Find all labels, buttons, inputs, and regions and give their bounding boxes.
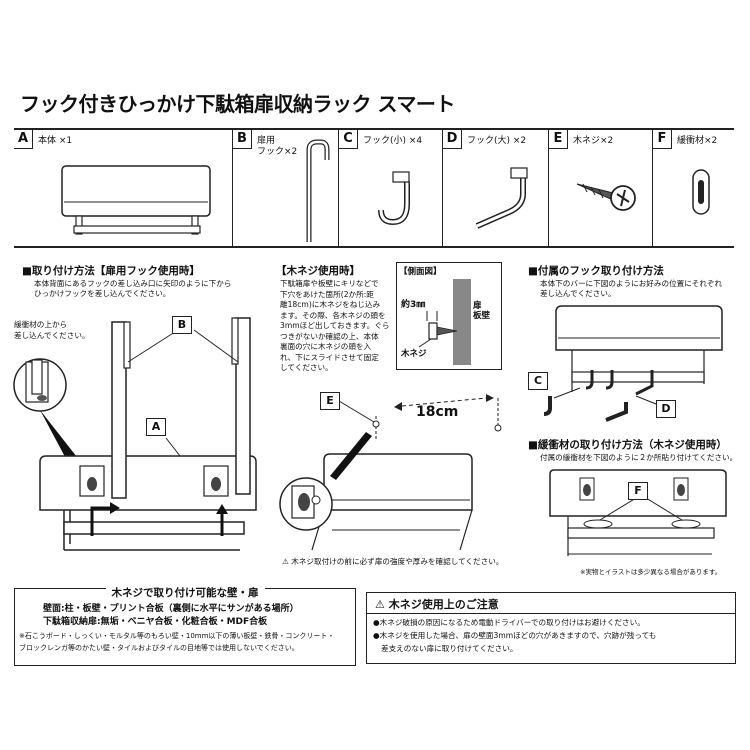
part-letter: F [653, 130, 672, 149]
part-letter: C [339, 130, 358, 149]
warning-line-2: ●木ネジを使用した場合、扉の壁面3mmほどの穴があきますので、穴跡が残っても [373, 631, 657, 640]
walls-line-2: 下駄箱収納扉:無垢・ベニヤ合板・化粧合板・MDF合板 [43, 617, 268, 627]
door-wall-label: 扉 板壁 [473, 301, 491, 321]
parts-list: A 本体 ×1 B 扉用 フック×2 C フック(小) ×4 D フック(大) … [14, 128, 734, 248]
screw-heading: 【木ネジ使用時】 [276, 265, 360, 277]
part-label: 緩衝材×2 [677, 136, 718, 146]
install-desc-1: 本体背面にあるフックの差し込み口に矢印のように下から [34, 279, 232, 288]
wood-screw-icon [576, 183, 636, 211]
walls-heading: 木ネジで取り付け可能な壁・扉 [105, 587, 265, 599]
page-title: フック付きひっかけ下駄箱扉収納ラック スマート [20, 92, 455, 116]
walls-note-2: ブロックレンガ等のかたい壁・タイルおよびタイルの目地等では使用しないでください。 [19, 644, 299, 652]
main-body-illustration [61, 165, 211, 235]
part-label: フック(小) ×4 [363, 136, 423, 146]
cushion-heading: ■緩衝材の取り付け方法（木ネジ使用時） [528, 439, 727, 451]
cushion-desc: 付属の緩衝材を下図のように２か所貼り付けてください。 [540, 453, 738, 462]
part-letter: D [443, 130, 462, 149]
part-letter: B [233, 130, 252, 149]
part-label: 扉用 フック×2 [257, 136, 298, 157]
large-hook-illustration [475, 167, 528, 229]
cushion-pad-icon [692, 169, 710, 215]
part-d: D フック(大) ×2 [442, 130, 549, 246]
warning-line-3: 差支えのない扉に取り付けてください。 [381, 644, 518, 653]
part-b: B 扉用 フック×2 [232, 130, 339, 246]
screw-caution: ⚠ 木ネジ取付けの前に必ず扉の強度や厚みを確認してください。 [282, 557, 504, 566]
part-letter: A [14, 130, 33, 149]
part-e: E 木ネジ×2 [548, 130, 653, 246]
part-label: 本体 ×1 [38, 136, 73, 146]
side-view-box: 【側面図】 約3㎜ 扉 板壁 木ネジ [396, 262, 502, 370]
hook-attach-diagram [543, 305, 723, 422]
screw-mount-diagram [279, 394, 502, 551]
warning-heading-row: ⚠ 木ネジ使用上のご注意 [375, 596, 499, 612]
warning-line-1: ●木ネジ破損の原因になるため電動ドライバーでの取り付けはお避けください。 [373, 618, 645, 627]
screw-warning-box: ⚠ 木ネジ使用上のご注意 ●木ネジ破損の原因になるため電動ドライバーでの取り付け… [366, 592, 736, 664]
part-f: F 緩衝材×2 [652, 130, 735, 246]
side-view-diagram [418, 279, 471, 365]
hook-desc-1: 本体下のバーに下図のようにお好みの位置にそれぞれ [540, 279, 723, 288]
distance-label: 18cm [416, 404, 459, 420]
cushion-attach-diagram [549, 469, 727, 556]
warning-heading: 木ネジ使用上のご注意 [388, 598, 499, 611]
install-note-1: 緩衝材の上から [14, 320, 68, 329]
small-hook-illustration [378, 171, 410, 226]
install-diagram [13, 317, 257, 551]
install-note-2: 差し込んでください。 [14, 331, 90, 340]
approx-3mm: 約3㎜ [401, 300, 426, 310]
door-hook-illustration [306, 139, 330, 242]
part-label: 木ネジ×2 [573, 136, 614, 146]
label-f: F [628, 482, 648, 500]
label-a: A [146, 418, 166, 436]
compatible-walls-box: 木ネジで取り付け可能な壁・扉 壁面:柱・板壁・プリント合板（裏側に水平にサンがあ… [14, 587, 356, 666]
warning-icon: ⚠ [375, 598, 385, 611]
part-label: フック(大) ×2 [467, 136, 527, 146]
label-d: D [656, 400, 676, 418]
install-desc-2: ひっかけフックを差し込んでください。 [34, 289, 171, 298]
label-c: C [528, 372, 548, 390]
label-b: B [172, 316, 192, 334]
part-letter: E [549, 130, 568, 149]
wood-screw-label: 木ネジ [401, 349, 427, 359]
walls-line-1: 壁面:柱・板壁・プリント合板（裏側に水平にサンがある場所） [43, 604, 299, 614]
hook-desc-2: 差し込んでください。 [540, 289, 616, 298]
hook-heading: ■付属のフック取り付け方法 [528, 265, 664, 277]
side-view-label: 【側面図】 [399, 267, 442, 277]
install-heading: ■取り付け方法【扉用フック使用時】 [22, 265, 200, 277]
cushion-footnote: ※実物とイラストは多少異なる場合があります。 [580, 568, 722, 576]
warning-icon: ⚠ [282, 557, 289, 566]
walls-note-1: ※石こうボード・しっくい・モルタル等のもろい壁・10mm以下の薄い板壁・鉄骨・コ… [19, 632, 335, 640]
screw-instructions: 下駄箱扉や板壁にキリなどで下穴をあけた箇所(2か所:距離18cm)に木ネジをねじ… [280, 279, 390, 372]
part-c: C フック(小) ×4 [338, 130, 443, 246]
label-e: E [320, 392, 340, 410]
part-a: A 本体 ×1 [14, 130, 232, 246]
